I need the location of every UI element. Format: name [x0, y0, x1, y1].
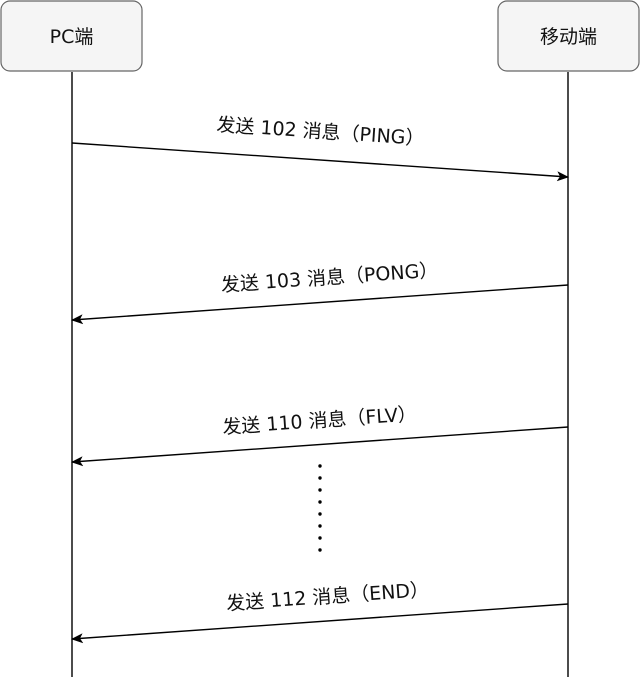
omitted-messages-dots: [318, 464, 322, 552]
message-end-label: 发送 112 消息（END）: [225, 579, 429, 615]
message-ping-arrow: [71, 142, 569, 182]
participant-pc-label: PC端: [50, 26, 94, 48]
message-pong: 发送 103 消息（PONG）: [71, 259, 569, 325]
message-pong-arrow: [71, 284, 569, 325]
participant-mobile-box: [497, 0, 640, 72]
participant-pc-box: [0, 0, 143, 72]
message-ping-label: 发送 102 消息（PING）: [216, 114, 425, 150]
message-flv: 发送 110 消息（FLV）: [71, 403, 569, 467]
participant-mobile: 移动端: [497, 0, 640, 72]
message-end: 发送 112 消息（END）: [71, 579, 569, 644]
message-ping: 发送 102 消息（PING）: [71, 114, 569, 182]
participant-mobile-label: 移动端: [540, 26, 597, 48]
participant-pc: PC端: [0, 0, 143, 72]
message-flv-label: 发送 110 消息（FLV）: [222, 403, 418, 439]
message-pong-label: 发送 103 消息（PONG）: [220, 259, 439, 296]
message-flv-arrow: [71, 426, 569, 467]
message-end-arrow: [71, 603, 569, 644]
